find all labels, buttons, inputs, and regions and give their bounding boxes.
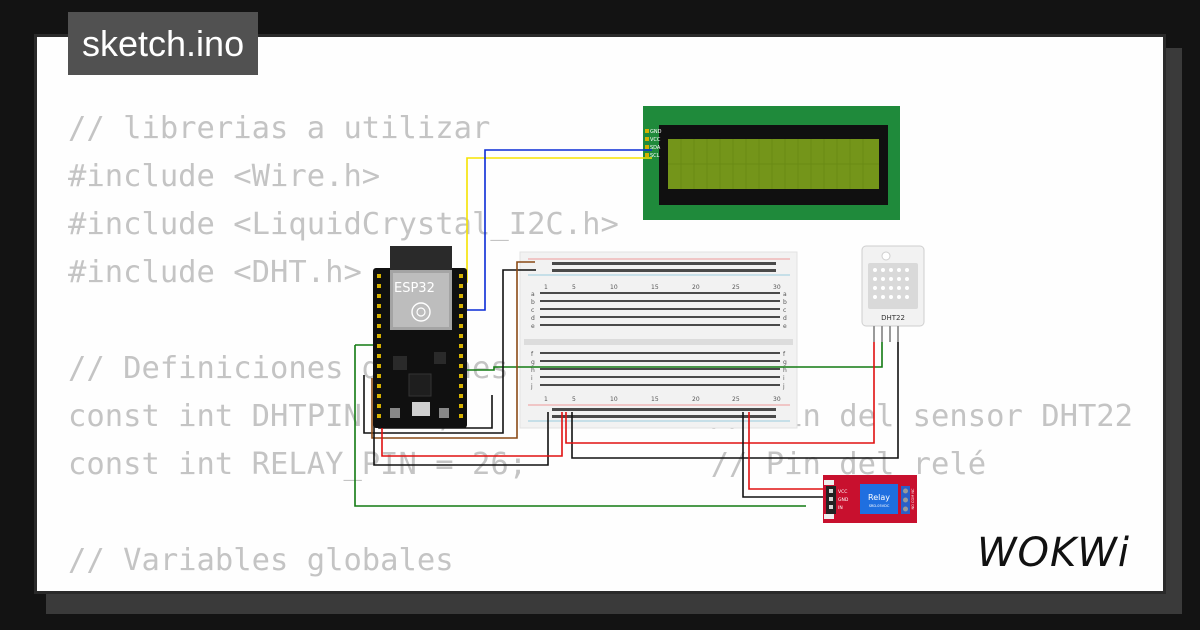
dht22-label: DHT22 xyxy=(881,314,905,322)
bb-col-10-bottom: 10 xyxy=(610,396,618,403)
code-line: const int RELAY_PIN = 26; // Pin del rel… xyxy=(68,447,987,482)
lcd-pin-vcc: VCC xyxy=(650,137,661,143)
bb-col-1: 1 xyxy=(544,284,548,291)
relay-pin-gnd: GND xyxy=(838,497,849,503)
lcd-display[interactable]: GND VCC SDA SCL xyxy=(643,106,900,220)
esp32-label: ESP32 xyxy=(394,281,435,296)
bb-col-20: 20 xyxy=(692,284,700,291)
lcd-pin-sda: SDA xyxy=(650,145,661,151)
breadboard[interactable]: 1 5 10 15 20 25 30 1 5 10 15 20 25 30 a … xyxy=(519,251,798,429)
bb-row-j-right: j xyxy=(782,383,785,390)
relay-pin-in: IN xyxy=(838,505,843,511)
bb-row-f: f xyxy=(531,351,534,358)
bb-col-30: 30 xyxy=(773,284,781,291)
bb-row-h: h xyxy=(531,367,535,374)
relay-side-pins: NO COM NC xyxy=(911,488,915,509)
bb-row-f-right: f xyxy=(783,351,786,358)
code-line: // Variables globales xyxy=(68,543,454,578)
bb-row-j: j xyxy=(530,383,533,390)
bb-col-25: 25 xyxy=(732,284,740,291)
bb-row-i-right: i xyxy=(783,375,785,382)
bb-col-20-bottom: 20 xyxy=(692,396,700,403)
relay-pin-vcc: VCC xyxy=(838,489,847,495)
bb-col-10: 10 xyxy=(610,284,618,291)
bb-row-a: a xyxy=(531,291,535,298)
bb-col-15-bottom: 15 xyxy=(651,396,659,403)
bb-row-i: i xyxy=(531,375,533,382)
lcd-pin-gnd: GND xyxy=(650,129,662,135)
dht22-sensor[interactable]: DHT22 xyxy=(861,245,925,342)
bb-row-h-right: h xyxy=(783,367,787,374)
lcd-pin-scl: SCL xyxy=(650,153,660,159)
bb-col-5-bottom: 5 xyxy=(572,396,576,403)
code-line: // librerias a utilizar xyxy=(68,111,491,146)
code-line: #include <DHT.h> xyxy=(68,255,362,290)
bb-col-30-bottom: 30 xyxy=(773,396,781,403)
bb-row-g: g xyxy=(531,359,535,366)
bb-row-b: b xyxy=(531,299,535,306)
wokwi-logo: WOKWi xyxy=(977,530,1130,576)
code-line: #include <Wire.h> xyxy=(68,159,381,194)
bb-row-d: d xyxy=(531,315,535,322)
file-tab[interactable]: sketch.ino xyxy=(68,12,259,75)
relay-sublabel: SRD-05VDC xyxy=(869,504,890,508)
relay-label: Relay xyxy=(868,493,890,502)
bb-row-g-right: g xyxy=(783,359,787,366)
wokwi-logo-text: WOKWi xyxy=(977,530,1130,576)
bb-row-e: e xyxy=(531,323,535,330)
bb-row-b-right: b xyxy=(783,299,787,306)
bb-col-25-bottom: 25 xyxy=(732,396,740,403)
code-line: #include <LiquidCrystal_I2C.h> xyxy=(68,207,619,242)
bb-col-5: 5 xyxy=(572,284,576,291)
code-preview: // librerias a utilizar #include <Wire.h>… xyxy=(68,105,1133,591)
bb-row-e-right: e xyxy=(783,323,787,330)
bb-row-c-right: c xyxy=(783,307,786,314)
bb-col-1-bottom: 1 xyxy=(544,396,548,403)
bb-col-15: 15 xyxy=(651,284,659,291)
esp32-board[interactable]: ESP32 xyxy=(373,246,467,428)
bb-row-d-right: d xyxy=(783,315,787,322)
bb-row-c: c xyxy=(531,307,534,314)
bb-row-a-right: a xyxy=(783,291,787,298)
relay-module[interactable]: VCC GND IN Relay SRD-05VDC NO COM NC xyxy=(823,475,917,523)
